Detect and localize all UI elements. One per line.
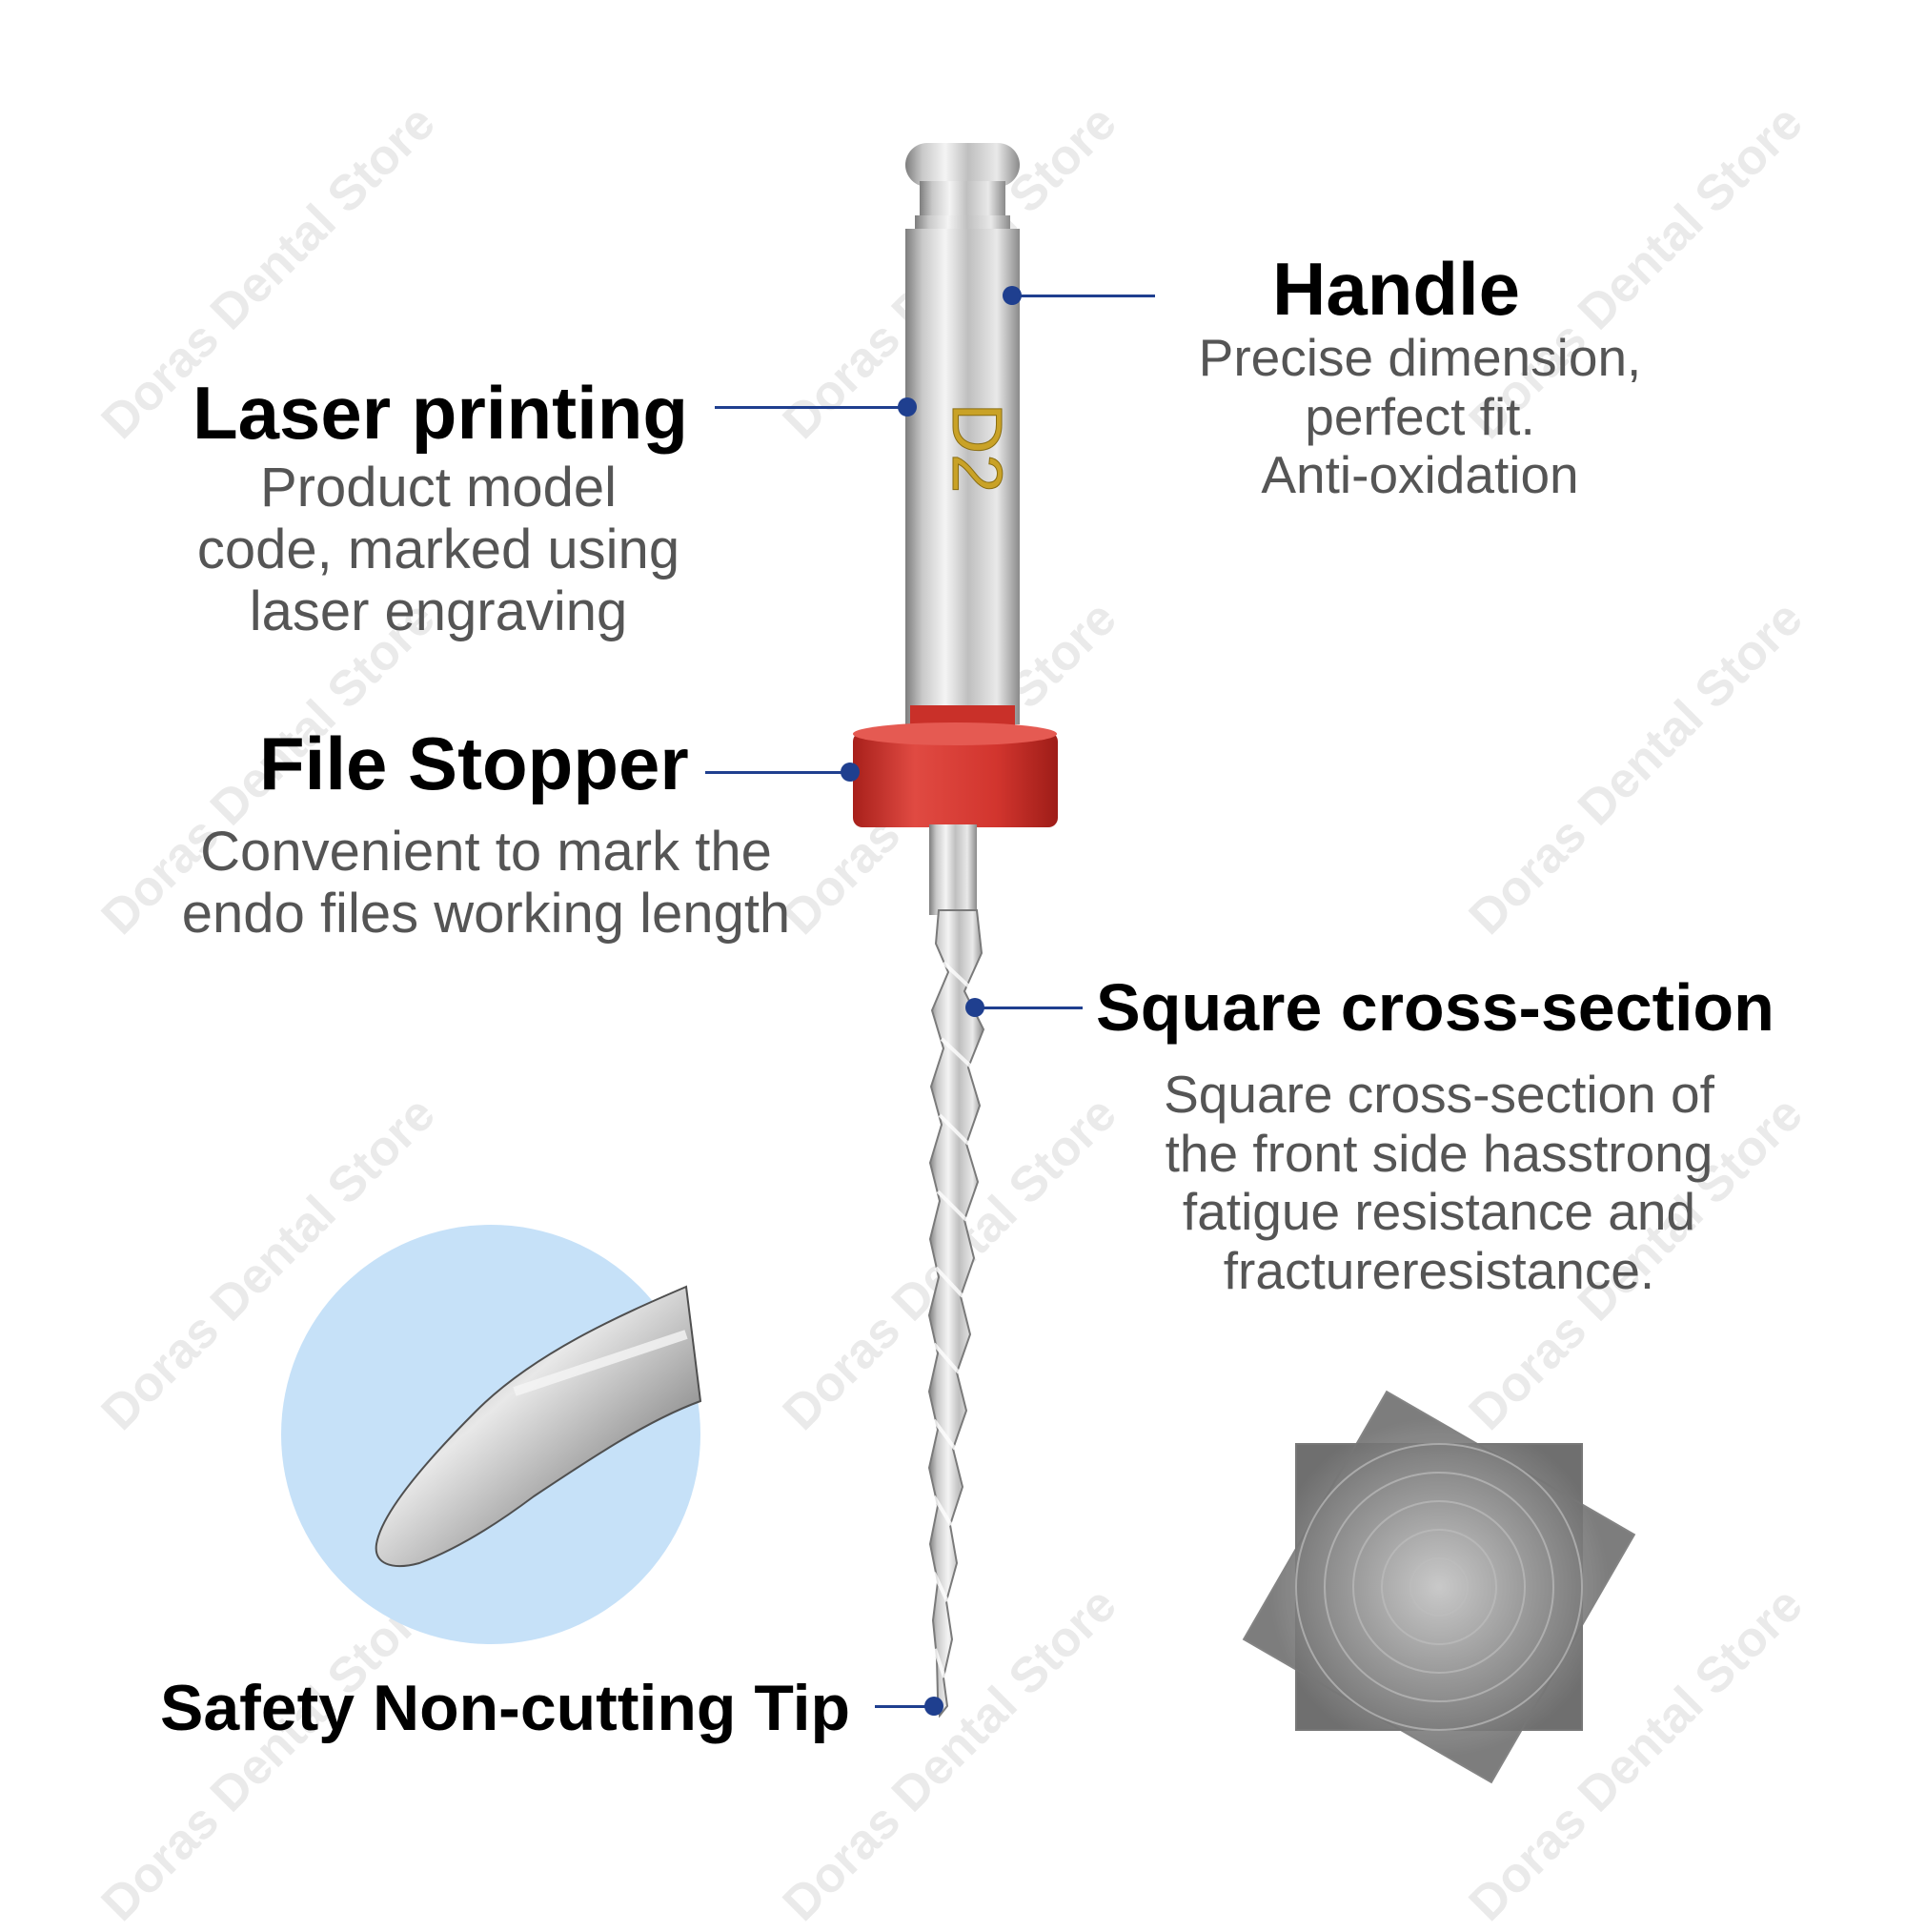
laser-printing-description-line: laser engraving [249, 580, 628, 642]
laser-printing-description-line: code, marked using [196, 518, 680, 580]
engraving-text: D2 [938, 403, 1017, 494]
square-cross-section-description-line: the front side hasstrong [1165, 1123, 1713, 1183]
square-cross-section-graphic [1242, 1390, 1636, 1784]
handle-description: Precise dimension, perfect fit. Anti-oxi… [1153, 328, 1687, 505]
file-stopper-description: Convenient to mark the endo files workin… [162, 821, 810, 946]
twisted-file-blade [927, 909, 985, 1718]
square-cross-section-description-line: fractureresistance. [1223, 1240, 1655, 1300]
square-cross-section-leader [975, 1007, 1083, 1009]
square-cross-section-title: Square cross-section [1096, 970, 1774, 1045]
handle-description-line: Anti-oxidation [1261, 445, 1579, 505]
square-cross-section-description-line: fatigue resistance and [1182, 1182, 1696, 1242]
file-stopper-leader [705, 771, 848, 774]
tip-detail-edge [513, 1330, 688, 1396]
file-stopper-description-line: Convenient to mark the [200, 821, 772, 883]
square-cross-section-description-line: Square cross-section of [1164, 1065, 1714, 1124]
handle-shaft [905, 229, 1020, 724]
handle-leader [1012, 295, 1155, 297]
file-stopper-marker [841, 763, 860, 782]
file-stopper-title: File Stopper [259, 722, 689, 805]
handle-cap [905, 143, 1020, 234]
laser-printing-description-line: Product model [260, 457, 617, 519]
laser-printing-leader [715, 406, 905, 409]
file-stopper [853, 705, 1058, 827]
laser-printing-marker [898, 397, 917, 417]
handle-description-line: perfect fit. [1305, 386, 1535, 446]
safety-tip-title: Safety Non-cutting Tip [160, 1672, 851, 1744]
file-stopper-description-line: endo files working length [181, 882, 791, 945]
file-shank [929, 824, 977, 915]
square-cross-section-description: Square cross-section of the front side h… [1125, 1065, 1754, 1300]
twist-highlights [932, 961, 976, 1678]
laser-printing-description: Product model code, marked using laser e… [172, 457, 705, 643]
safety-tip-leader [875, 1705, 930, 1708]
handle-description-line: Precise dimension, [1198, 328, 1642, 387]
handle-title: Handle [1272, 247, 1521, 331]
safety-tip-marker [924, 1697, 943, 1716]
laser-printing-title: Laser printing [193, 371, 689, 455]
